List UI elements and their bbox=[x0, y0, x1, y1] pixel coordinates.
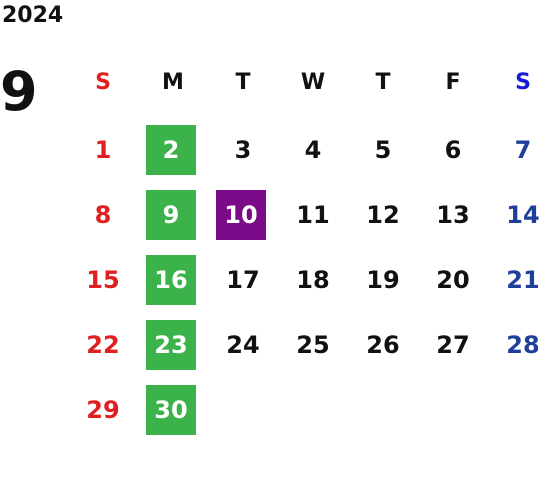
day-cell-highlighted[interactable]: 16 bbox=[146, 255, 196, 305]
day-cell[interactable]: 29 bbox=[86, 396, 120, 424]
day-cell-highlighted[interactable]: 23 bbox=[146, 320, 196, 370]
weekday-header-wed: W bbox=[300, 70, 326, 95]
day-cell[interactable]: 27 bbox=[436, 331, 470, 359]
day-cell-today[interactable]: 10 bbox=[216, 190, 266, 240]
day-cell[interactable]: 3 bbox=[234, 136, 252, 164]
day-cell-highlighted[interactable]: 9 bbox=[146, 190, 196, 240]
weekday-header-mon: M bbox=[162, 70, 184, 95]
weekday-header-sun: S bbox=[95, 70, 111, 95]
day-cell[interactable]: 4 bbox=[304, 136, 322, 164]
day-cell[interactable]: 28 bbox=[506, 331, 540, 359]
day-cell[interactable]: 11 bbox=[296, 201, 330, 229]
day-cell-highlighted[interactable]: 30 bbox=[146, 385, 196, 435]
day-cell[interactable]: 20 bbox=[436, 266, 470, 294]
weekday-header-sat: S bbox=[515, 70, 531, 95]
day-cell-highlighted[interactable]: 2 bbox=[146, 125, 196, 175]
day-cell[interactable]: 12 bbox=[366, 201, 400, 229]
day-cell[interactable]: 13 bbox=[436, 201, 470, 229]
day-cell[interactable]: 8 bbox=[94, 201, 112, 229]
day-cell[interactable]: 26 bbox=[366, 331, 400, 359]
day-cell[interactable]: 1 bbox=[94, 136, 112, 164]
day-cell[interactable]: 6 bbox=[444, 136, 462, 164]
day-cell[interactable]: 22 bbox=[86, 331, 120, 359]
day-cell[interactable]: 7 bbox=[514, 136, 532, 164]
day-cell[interactable]: 15 bbox=[86, 266, 120, 294]
calendar-grid: S M T W T F S 1 2 3 4 5 6 7 8 9 10 11 12… bbox=[68, 58, 548, 448]
year-label: 2024 bbox=[2, 3, 64, 28]
day-cell[interactable]: 18 bbox=[296, 266, 330, 294]
weekday-header-tue: T bbox=[235, 70, 251, 95]
day-cell[interactable]: 5 bbox=[374, 136, 392, 164]
day-cell[interactable]: 21 bbox=[506, 266, 540, 294]
day-cell[interactable]: 19 bbox=[366, 266, 400, 294]
day-cell[interactable]: 25 bbox=[296, 331, 330, 359]
day-cell[interactable]: 24 bbox=[226, 331, 260, 359]
weekday-header-fri: F bbox=[445, 70, 461, 95]
weekday-header-thu: T bbox=[375, 70, 391, 95]
day-cell[interactable]: 17 bbox=[226, 266, 260, 294]
day-cell[interactable]: 14 bbox=[506, 201, 540, 229]
month-number: 9 bbox=[0, 60, 38, 123]
